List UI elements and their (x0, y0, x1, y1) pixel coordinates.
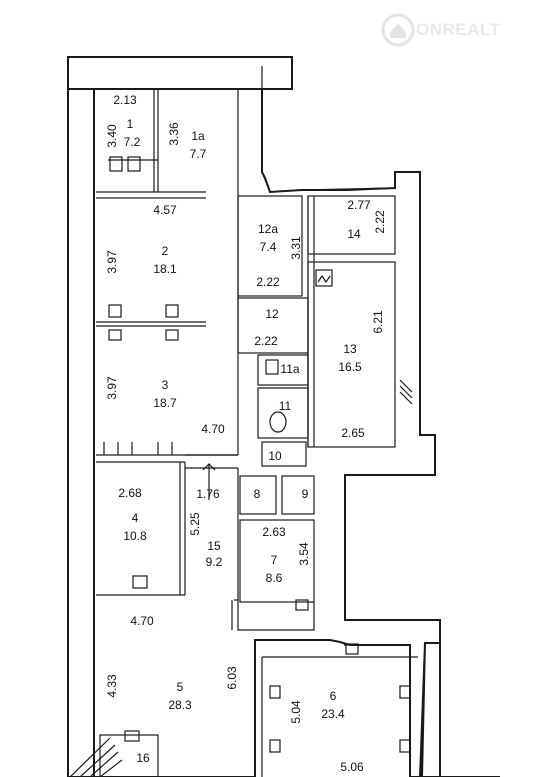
radiator-icon (108, 304, 122, 318)
room-5-number: 5 (177, 680, 184, 694)
room-16-number: 16 (136, 751, 150, 765)
room-3-number: 3 (162, 378, 169, 392)
dim-3-97-a: 3.97 (105, 250, 119, 274)
exterior-wall (67, 56, 500, 777)
dim-5-04: 5.04 (289, 700, 303, 724)
dim-2-13: 2.13 (113, 93, 137, 107)
room-2-number: 2 (162, 244, 169, 258)
room-11-number: 11 (279, 399, 292, 413)
dim-6-21: 6.21 (371, 310, 385, 334)
room-13-number: 13 (343, 342, 357, 356)
dim-2-68: 2.68 (118, 486, 142, 500)
house-icon (381, 13, 415, 47)
room-1a-area: 7.7 (190, 147, 207, 161)
room-15-number: 15 (207, 539, 221, 553)
room-1a-number: 1a (191, 129, 205, 143)
radiator-icon (295, 599, 309, 611)
room-7-area: 8.6 (266, 571, 283, 585)
radiator-icon (127, 156, 141, 172)
radiator-icon (124, 730, 140, 742)
dim-2-77: 2.77 (347, 198, 371, 212)
dim-1-76: 1.76 (196, 487, 220, 501)
radiator-icon (269, 739, 281, 753)
room-1-number: 1 (127, 117, 134, 131)
radiator-icon (108, 329, 122, 341)
dim-4-33: 4.33 (105, 674, 119, 698)
room-6-area: 23.4 (321, 707, 345, 721)
room-14-number: 14 (347, 227, 361, 241)
room-7-number: 7 (271, 553, 278, 567)
room-1-area: 7.2 (124, 135, 141, 149)
room-8-number: 8 (254, 487, 261, 501)
dim-2-22-c: 2.22 (373, 210, 387, 234)
room-13-area: 16.5 (338, 360, 362, 374)
toilet-icon (269, 411, 287, 433)
dim-3-54: 3.54 (297, 542, 311, 566)
top-wall (67, 56, 293, 90)
room-5-area: 28.3 (168, 698, 192, 712)
left-wall (67, 56, 95, 777)
room-10-number: 10 (268, 449, 282, 463)
dim-5-06: 5.06 (340, 760, 364, 774)
radiator-icon (165, 329, 179, 341)
room-15-area: 9.2 (206, 555, 223, 569)
radiator-icon (399, 685, 411, 699)
dim-3-36: 3.36 (167, 122, 181, 146)
room-12-number: 12 (265, 307, 279, 321)
dim-5-25: 5.25 (188, 512, 202, 536)
room-12a-number: 12a (258, 222, 278, 236)
radiator-icon (132, 575, 148, 589)
stove-icon (315, 269, 333, 287)
dim-3-40: 3.40 (105, 124, 119, 148)
sink-icon (265, 359, 279, 375)
radiator-icon (345, 643, 359, 655)
dim-2-22-a: 2.22 (256, 275, 280, 289)
dim-2-22-b: 2.22 (254, 334, 278, 348)
dim-4-57: 4.57 (153, 203, 177, 217)
dim-4-70-a: 4.70 (201, 422, 225, 436)
logo (381, 13, 415, 47)
room-2-area: 18.1 (153, 262, 177, 276)
room-11a-number: 11a (280, 362, 299, 376)
room-12a-area: 7.4 (260, 240, 277, 254)
dim-6-03: 6.03 (225, 666, 239, 690)
dim-4-70-b: 4.70 (130, 614, 154, 628)
dim-2-63: 2.63 (262, 525, 286, 539)
room-4-number: 4 (132, 511, 139, 525)
logo-text: ONREALT (416, 20, 501, 39)
room-9-number: 9 (302, 487, 309, 501)
room-6-number: 6 (330, 689, 337, 703)
room-3-area: 18.7 (153, 396, 177, 410)
dim-2-65: 2.65 (341, 426, 365, 440)
radiator-icon (269, 685, 281, 699)
room-4-area: 10.8 (123, 529, 147, 543)
dim-3-97-b: 3.97 (105, 376, 119, 400)
radiator-icon (109, 156, 123, 172)
radiator-icon (399, 739, 411, 753)
radiator-icon (165, 304, 179, 318)
dim-3-31: 3.31 (289, 236, 303, 260)
